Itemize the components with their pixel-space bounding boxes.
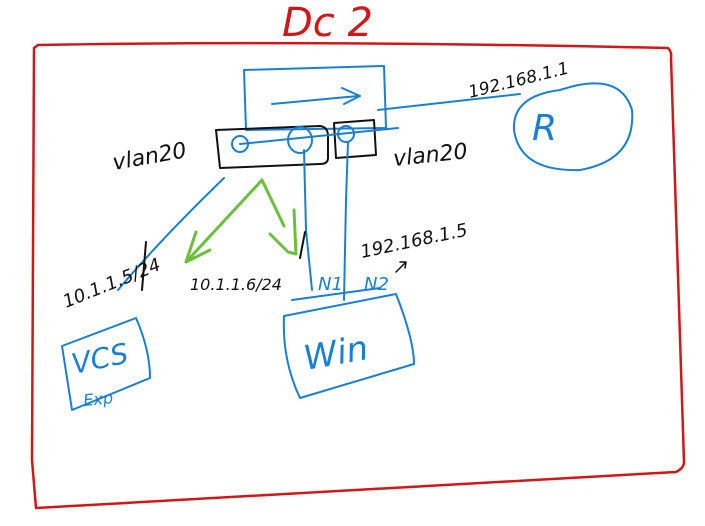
vcs-subnet-slash: [141, 241, 147, 291]
port-n1: [287, 126, 313, 154]
vlan-left-label: vlan20: [111, 138, 189, 176]
switch-bus: [239, 127, 399, 145]
n2-link: [343, 141, 349, 301]
n1-subnet-slash: [299, 231, 306, 259]
vcs-box: [61, 317, 151, 411]
green-arrow-win: [260, 178, 298, 256]
vcs-label: VCS: [69, 337, 132, 381]
router-circle: [512, 82, 634, 172]
n1-link: [303, 149, 313, 291]
router-link: [377, 93, 521, 111]
n1-label: N1: [318, 274, 343, 295]
win-nic-bar: [291, 287, 381, 301]
switch-box-left: [215, 125, 329, 169]
upper-box: [243, 65, 387, 131]
vcs-link: [117, 177, 225, 291]
n2-label: N2: [364, 274, 389, 295]
n2-ip: 192.168.1.5: [359, 220, 470, 263]
dc-title: Dc 2: [282, 0, 373, 46]
switch-box-right: [333, 119, 377, 159]
flow-arrow: [271, 87, 361, 105]
green-arrow-vcs: [184, 178, 264, 264]
vcs-ip: 10.1.1.5/24: [60, 254, 164, 312]
router-ip: 192.168.1.1: [466, 59, 571, 103]
win-label: Win: [301, 328, 372, 379]
vlan-right-label: vlan20: [392, 139, 469, 172]
dc-frame: [30, 41, 686, 510]
n2-pointer-arrow: [395, 261, 407, 273]
win-box: [282, 293, 415, 399]
n1-ip: 10.1.1.6/24: [190, 275, 282, 294]
router-label: R: [532, 108, 557, 149]
vcs-sublabel: Exp: [82, 388, 114, 410]
